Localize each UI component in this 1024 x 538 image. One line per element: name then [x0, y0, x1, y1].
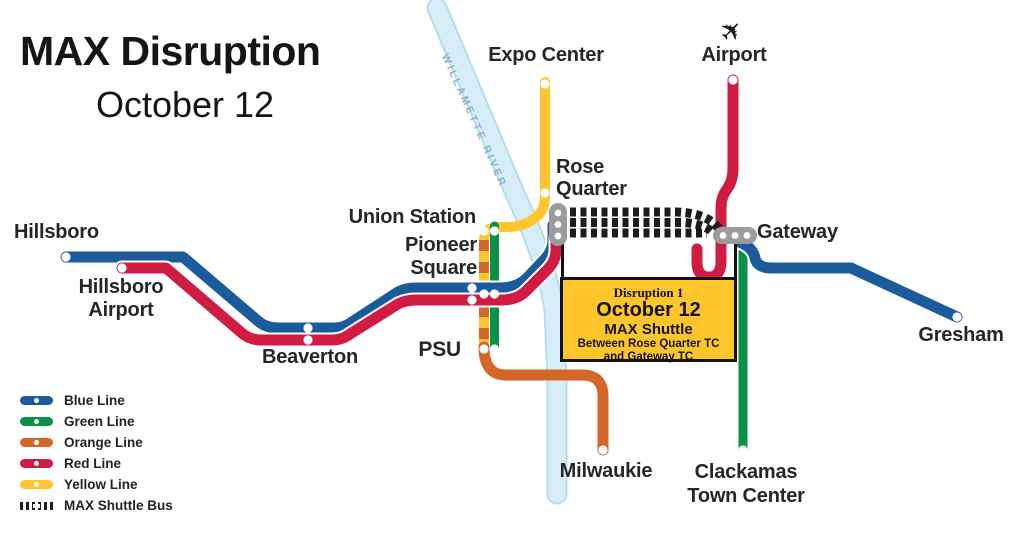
legend-label: MAX Shuttle Bus: [64, 498, 173, 513]
legend-label: Red Line: [64, 456, 122, 471]
legend-row-red-line: Red Line: [20, 453, 173, 474]
orange-line-swatch: [20, 438, 53, 447]
station-label-hillsboro-airport: Hillsboro Airport: [78, 276, 164, 321]
legend-row-blue-line: Blue Line: [20, 390, 173, 411]
legend-row-green-line: Green Line: [20, 411, 173, 432]
disruption-mode: MAX Shuttle: [604, 321, 693, 338]
disruption-detail-line1: Between Rose Quarter TC: [577, 338, 720, 350]
map-title: MAX Disruption: [20, 28, 321, 74]
station-label-rose-quarter: Rose Quarter: [556, 156, 627, 200]
station-label-clackamas-town-center: Clackamas Town Center: [687, 461, 805, 507]
blue-line-west-path: [60, 219, 559, 334]
map-subtitle-date: October 12: [95, 84, 275, 125]
disruption-detail-line2: and Gateway TC: [603, 351, 694, 363]
station-dots: [61, 75, 962, 455]
red-line-west-path: [116, 231, 562, 346]
station-label-psu: PSU: [418, 338, 461, 361]
station-label-expo-center: Expo Center: [488, 44, 604, 66]
yellow-line-swatch: [20, 480, 53, 489]
station-label-airport: Airport: [701, 44, 767, 66]
blue-line-swatch: [20, 396, 53, 405]
station-label-beaverton: Beaverton: [261, 346, 358, 368]
station-label-pioneer-square: Pioneer Square: [405, 234, 477, 279]
red-line-swatch: [20, 459, 53, 468]
station-label-hillsboro: Hillsboro: [14, 221, 99, 243]
green-line-swatch: [20, 417, 53, 426]
disruption-tag: Disruption 1: [613, 285, 684, 300]
red-line-airport-path: [691, 74, 739, 283]
legend-label: Yellow Line: [64, 477, 138, 492]
station-label-union-station: Union Station: [348, 206, 477, 228]
blue-line-east-path: [733, 236, 963, 323]
disruption-callout-box: Disruption 1 October 12 MAX Shuttle Betw…: [560, 277, 737, 363]
station-label-gateway: Gateway: [757, 221, 838, 243]
legend-row-yellow-line: Yellow Line: [20, 474, 173, 495]
orange-line-path: [478, 341, 609, 456]
disruption-date: October 12: [596, 299, 701, 321]
legend-label: Blue Line: [64, 393, 125, 408]
map-legend: Blue Line Green Line Orange Line Red Lin…: [20, 390, 173, 516]
transfer-pill-dots: [554, 209, 751, 240]
shuttle-bus-dashes: [570, 207, 723, 238]
station-label-milwaukie: Milwaukie: [559, 460, 653, 482]
legend-label: Green Line: [64, 414, 135, 429]
legend-row-max-shuttle-bus: MAX Shuttle Bus: [20, 495, 173, 516]
shuttle-bus-swatch: [20, 501, 53, 510]
station-label-gresham: Gresham: [918, 324, 1004, 346]
legend-label: Orange Line: [64, 435, 143, 450]
legend-row-orange-line: Orange Line: [20, 432, 173, 453]
